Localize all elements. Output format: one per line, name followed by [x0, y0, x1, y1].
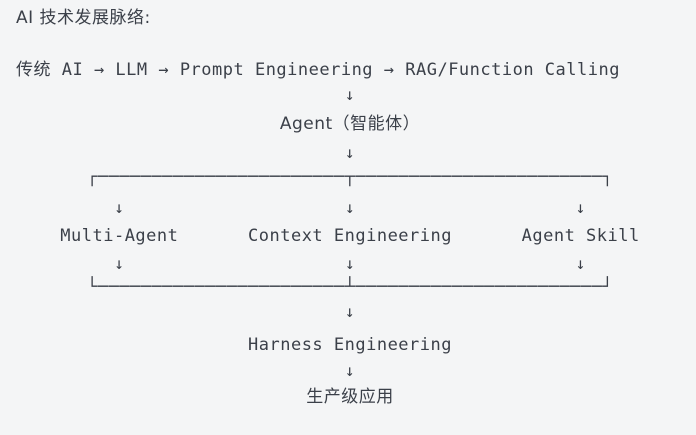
- agent-node-label: Agent（智能体）: [279, 114, 421, 134]
- outcome-node-label: 生产级应用: [306, 387, 394, 407]
- branch-label-agent-skill: Agent Skill: [521, 226, 640, 246]
- arrow-down-into-context-engineering: ↓: [344, 198, 356, 217]
- arrow-down-out-multi-agent: ↓: [114, 254, 125, 273]
- page-title: AI 技术发展脉络:: [16, 8, 151, 28]
- arrow-row-out-of-branches: ↓ ↓ ↓: [0, 255, 696, 273]
- arrow-down-out-agent-skill: ↓: [575, 254, 586, 273]
- arrow-down-into-multi-agent: ↓: [114, 198, 125, 217]
- branch-label-multi-agent: Multi-Agent: [60, 226, 179, 246]
- arrow-row-into-branches: ↓ ↓ ↓: [0, 199, 696, 217]
- arrow-down-after-agent: ↓: [344, 143, 356, 162]
- arrow-down-after-pipeline: ↓: [344, 85, 356, 104]
- top-branch-bracket: ┌───────────────────────┬───────────────…: [86, 167, 613, 187]
- branch-label-row: Multi-Agent Context Engineering Agent Sk…: [0, 225, 696, 247]
- arrow-down-after-harness: ↓: [344, 361, 356, 380]
- harness-node-label: Harness Engineering: [248, 335, 452, 355]
- bottom-branch-bracket: └───────────────────────┴───────────────…: [86, 277, 613, 297]
- branch-label-context-engineering: Context Engineering: [248, 226, 452, 246]
- arrow-down-into-agent-skill: ↓: [575, 198, 586, 217]
- pipeline-chain-text: 传统 AI → LLM → Prompt Engineering → RAG/F…: [16, 60, 620, 80]
- arrow-down-after-bottom-bracket: ↓: [344, 302, 356, 321]
- arrow-down-out-context-engineering: ↓: [344, 254, 356, 273]
